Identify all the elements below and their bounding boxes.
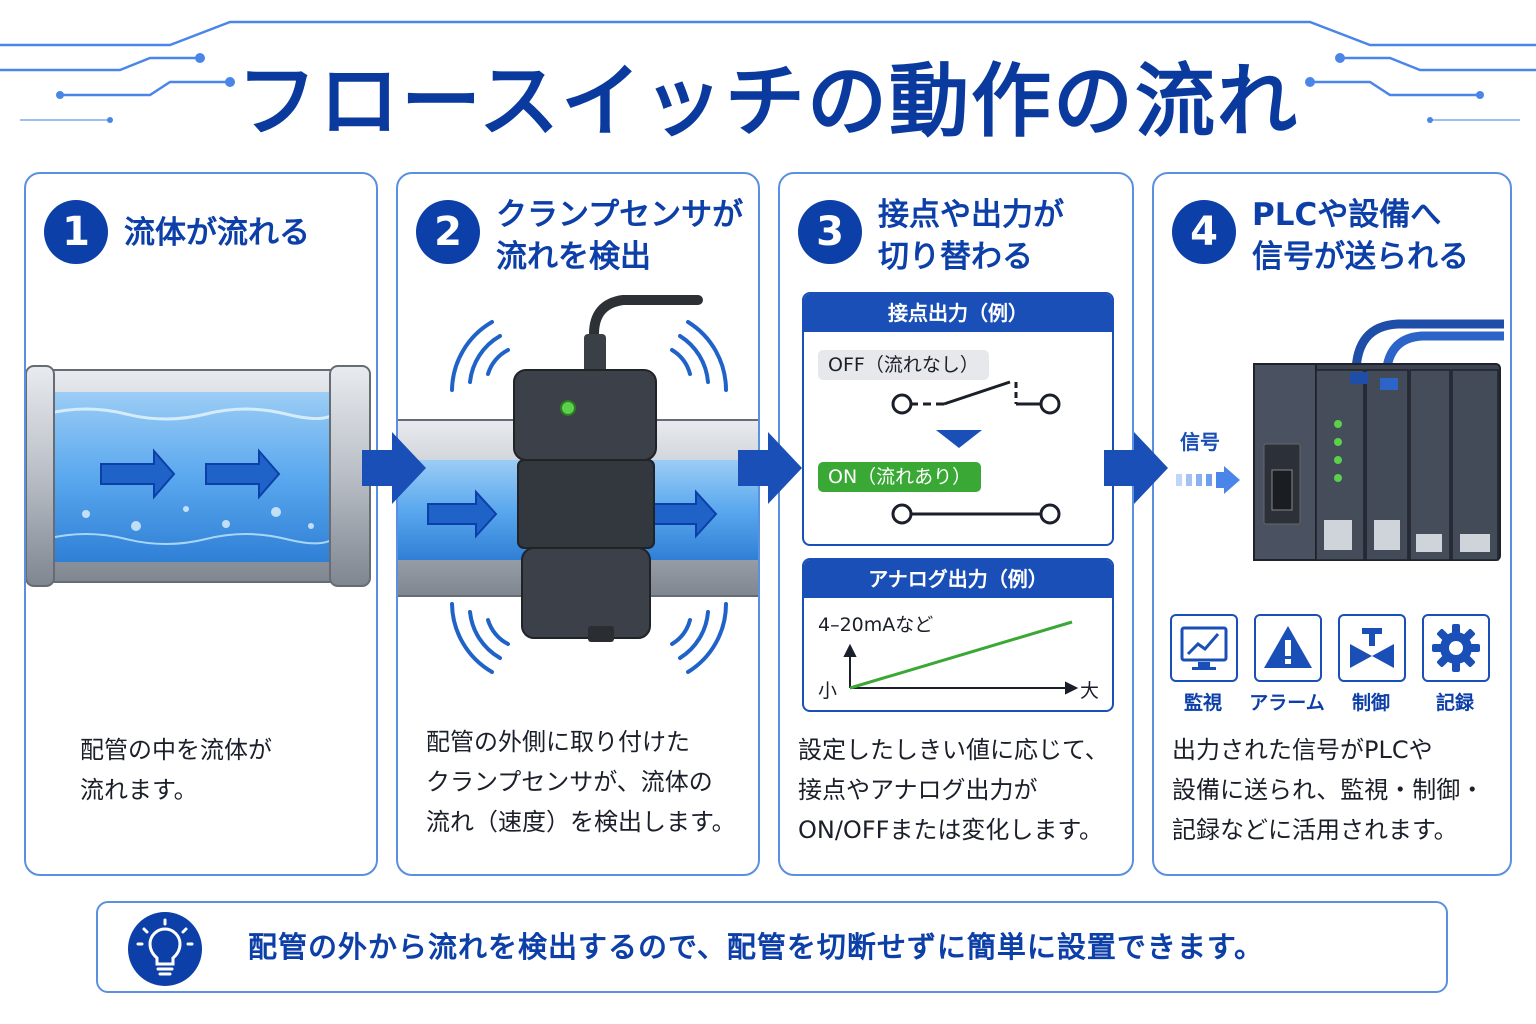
- on-state-label: ON（流れあり）: [818, 462, 982, 492]
- analog-output-panel: アナログ出力（例） 4–20mAなど 小 大: [802, 558, 1114, 712]
- analog-max-label: 大: [1080, 680, 1100, 702]
- panel-header: 接点出力（例）: [804, 294, 1112, 332]
- flow-arrow-1-2: [362, 432, 426, 504]
- signal-label: 信号: [1180, 430, 1220, 454]
- icon-label-control: 制御: [1351, 692, 1390, 714]
- step-number-badge: 3: [798, 200, 862, 264]
- lightbulb-icon: [128, 912, 202, 986]
- step-card-3: 3 接点や出力が 切り替わる 接点出力（例） OFF（流れなし） ON（流れあり…: [778, 172, 1134, 876]
- flow-arrow-3-4: [1104, 432, 1168, 504]
- icon-label-alarm: アラーム: [1249, 692, 1325, 714]
- icon-label-record: 記録: [1435, 692, 1474, 714]
- step-card-1: 1 流体が流れる 配管の中を流体が 流れます。: [24, 172, 378, 876]
- valve-icon: [1350, 628, 1394, 668]
- record-tile: [1422, 614, 1490, 682]
- monitor-chart-icon: [1180, 626, 1228, 670]
- off-state-label: OFF（流れなし）: [818, 350, 989, 380]
- alarm-tile: [1254, 614, 1322, 682]
- step-number-badge: 4: [1172, 200, 1236, 264]
- analog-range-label: 4–20mAなど: [818, 614, 934, 636]
- control-tile: [1338, 614, 1406, 682]
- step-title: 流体が流れる: [124, 215, 310, 251]
- analog-min-label: 小: [818, 680, 838, 702]
- icon-label-monitoring: 監視: [1183, 692, 1222, 714]
- panel-header: アナログ出力（例）: [804, 560, 1112, 598]
- step-title: 接点や出力が 切り替わる: [878, 197, 1064, 275]
- tip-text: 配管の外から流れを検出するので、配管を切断せずに簡単に設置できます。: [248, 930, 1264, 964]
- step-number-badge: 2: [416, 200, 480, 264]
- gear-icon: [1432, 624, 1480, 672]
- pipe-with-water-illustration: [26, 365, 371, 587]
- step-title: PLCや設備へ 信号が送られる: [1252, 197, 1469, 275]
- plc-illustration: [1176, 319, 1504, 561]
- step-description: 出力された信号がPLCや 設備に送られ、監視・制御・ 記録などに活用されます。: [1172, 736, 1485, 844]
- clamp-sensor-illustration: [398, 295, 758, 674]
- flow-arrow-2-3: [738, 432, 802, 504]
- step-description: 配管の外側に取り付けた クランプセンサが、流体の 流れ（速度）を検出します。: [426, 728, 736, 836]
- step-title: クランプセンサが 流れを検出: [496, 197, 744, 275]
- tip-banner: 配管の外から流れを検出するので、配管を切断せずに簡単に設置できます。: [96, 901, 1448, 993]
- analog-output-graph: [843, 620, 1079, 695]
- page-title: フロースイッチの動作の流れ: [237, 55, 1299, 148]
- warning-icon: [1264, 626, 1312, 668]
- contact-output-panel: 接点出力（例） OFF（流れなし） ON（流れあり）: [802, 292, 1114, 546]
- monitoring-tile: [1170, 614, 1238, 682]
- step-number-badge: 1: [44, 200, 108, 264]
- step-description: 配管の中を流体が 流れます。: [80, 736, 272, 804]
- step-card-4: 4 PLCや設備へ 信号が送られる 信号: [1152, 172, 1512, 876]
- circuit-decoration: [0, 20, 1536, 123]
- step-card-2: 2 クランプセンサが 流れを検出: [396, 172, 760, 876]
- switch-diagram: [891, 380, 1061, 525]
- step-description: 設定したしきい値に応じて、 接点やアナログ出力が ON/OFFまたは変化します。: [798, 736, 1109, 844]
